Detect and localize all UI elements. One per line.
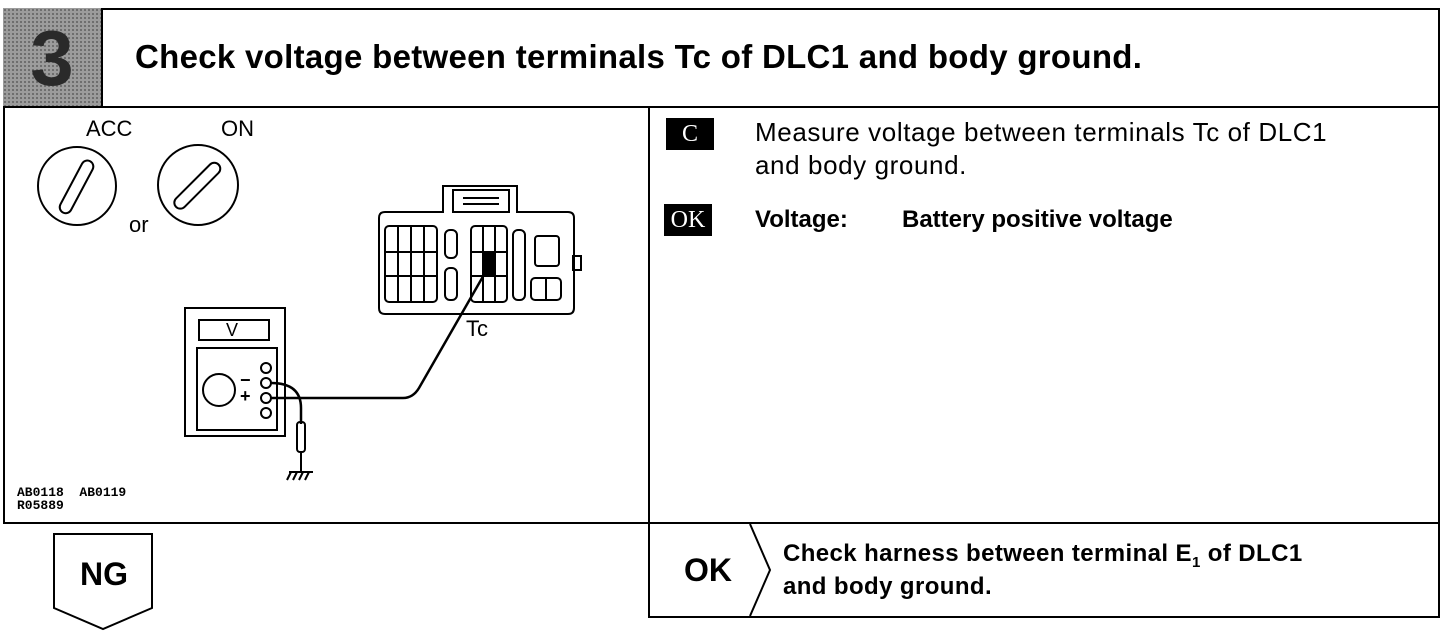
instruction-line-1: Measure voltage between terminals Tc of … (755, 117, 1328, 147)
dlc1-measurement-figure (37, 144, 582, 481)
ok-instruction-line-2: and body ground. (783, 573, 993, 600)
figure-ref-code-2: R05889 (17, 498, 64, 513)
ng-arrow-icon (53, 533, 153, 631)
on-label: ON (221, 116, 254, 141)
voltmeter-v-label: V (226, 320, 239, 340)
ok-chevron-icon (749, 524, 772, 616)
step-number-box: 3 (3, 8, 103, 108)
ok-result-box (648, 522, 1440, 618)
ignition-key-acc-icon (37, 146, 117, 226)
column-divider (648, 106, 650, 618)
instruction-line-2: and body ground. (755, 150, 967, 180)
negative-lead (270, 381, 303, 424)
voltmeter-plus-label: + (240, 386, 251, 406)
step-number: 3 (30, 13, 74, 102)
positive-lead (271, 265, 491, 400)
step-title: Check voltage between terminals Tc of DL… (135, 38, 1143, 75)
terminal-subscript: 1 (1191, 553, 1201, 571)
ok-badge: OK (664, 204, 712, 236)
tc-label: Tc (466, 316, 488, 341)
figure-ref-codes: AB0118 AB0119 (17, 485, 127, 500)
dlc1-connector (378, 185, 582, 315)
or-label: or (129, 212, 149, 237)
acc-label: ACC (86, 116, 133, 141)
voltmeter-minus-label: − (240, 370, 251, 390)
ok-result-label: OK (684, 552, 732, 588)
ok-instruction-text: Check harness between terminal E (783, 540, 1192, 567)
ng-label: NG (80, 556, 128, 592)
ok-instruction-text-end: of DLC1 (1200, 540, 1303, 567)
spec-value: Battery positive voltage (902, 206, 1173, 233)
ignition-key-on-icon (157, 144, 239, 226)
check-badge: C (666, 118, 714, 150)
ok-instruction-line-1: Check harness between terminal E1 of DLC… (783, 537, 1303, 579)
spec-label: Voltage: (755, 206, 848, 233)
ground-probe (286, 421, 313, 481)
